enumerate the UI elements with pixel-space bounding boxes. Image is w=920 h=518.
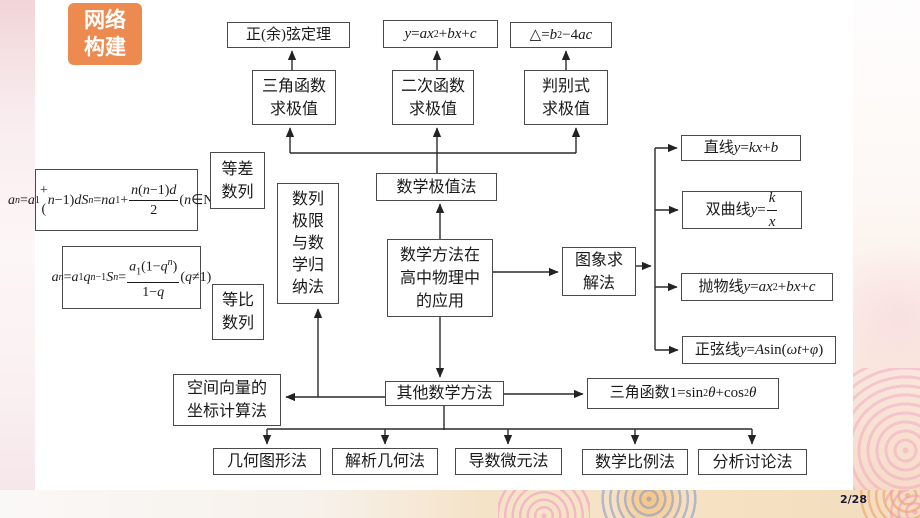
node-geometric-sequence-label: 等比数列 (212, 284, 264, 340)
node-analytic-geometry-method: 解析几何法 (332, 448, 438, 475)
node-derivative-element-method: 导数微元法 (455, 448, 562, 475)
node-central-topic: 数学方法在高中物理中的应用 (387, 239, 493, 317)
section-badge: 网络构建 (68, 3, 142, 65)
left-gradient-decoration (0, 0, 35, 518)
bottom-band-decoration (0, 490, 920, 518)
pink-circles-icon (498, 490, 590, 518)
right-gradient-decoration (853, 0, 920, 490)
pink-circles-small-icon (885, 490, 920, 518)
node-arithmetic-sequence-label: 等差数列 (210, 152, 265, 209)
node-trig-extreme-method: 三角函数求极值 (252, 70, 336, 125)
node-math-proportion-method: 数学比例法 (582, 449, 688, 475)
node-sequence-limit-induction: 数列极限与数学归纳法 (277, 183, 339, 304)
node-sine-cosine-theorem: 正(余)弦定理 (227, 22, 350, 48)
node-analysis-discussion-method: 分析讨论法 (698, 449, 807, 475)
page-number: 2/28 (840, 493, 867, 506)
pink-blob-decoration (853, 230, 920, 400)
node-space-vector-method: 空间向量的坐标计算法 (173, 374, 281, 426)
node-discriminant-extreme-method: 判别式求极值 (524, 70, 608, 125)
node-quadratic-extreme-method: 二次函数求极值 (392, 70, 474, 125)
blue-circles-icon (600, 490, 698, 518)
node-graph-solution-method: 图象求解法 (562, 247, 636, 296)
node-arithmetic-sequence-formula: an=a1+(n−1)dSn=na1+n(n−1)d2(n∈N*) (8, 169, 225, 231)
node-geometric-figure-method: 几何图形法 (213, 448, 321, 475)
node-other-math-methods: 其他数学方法 (385, 381, 504, 406)
pink-rings-decoration (853, 368, 920, 490)
node-math-extreme-value-method: 数学极值法 (376, 173, 497, 201)
